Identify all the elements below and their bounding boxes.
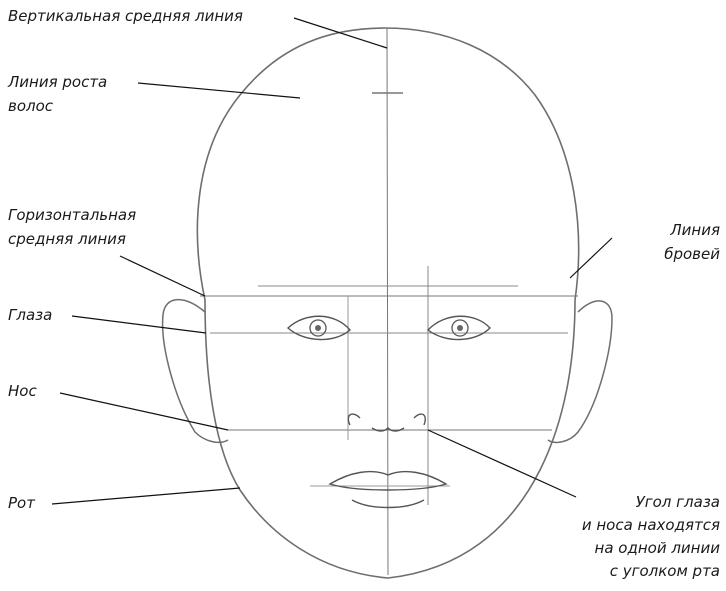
label-alignment-note-line4: с уголком рта	[610, 561, 720, 581]
leader-mouth	[52, 488, 240, 504]
leader-eyes	[72, 316, 206, 333]
label-horizontal-midline-line1: Горизонтальная	[8, 205, 136, 225]
label-alignment-note-line2: и носа находятся	[582, 515, 720, 535]
label-alignment-note-line3: на одной линии	[595, 538, 720, 558]
nose	[348, 414, 425, 431]
vertical-midline	[387, 28, 388, 575]
left-pupil	[315, 325, 321, 331]
label-alignment-note-line1: Угол глаза	[636, 492, 720, 512]
leader-eyebrow	[570, 238, 612, 278]
label-horizontal-midline-line2: средняя линия	[8, 229, 126, 249]
leader-hairline	[138, 83, 300, 98]
left-ear	[163, 300, 228, 443]
right-pupil	[457, 325, 463, 331]
leader-nose	[60, 393, 228, 430]
label-mouth: Рот	[8, 493, 35, 513]
label-eyebrow-line2: бровей	[664, 244, 720, 264]
label-nose: Нос	[8, 381, 37, 401]
label-vertical-midline: Вертикальная средняя линия	[8, 6, 243, 26]
leader-horizontal-midline	[120, 256, 205, 296]
label-eyes: Глаза	[8, 305, 52, 325]
right-ear	[548, 301, 612, 442]
label-hairline-line1: Линия роста	[8, 72, 107, 92]
leader-alignment-note	[428, 430, 576, 497]
label-hairline-line2: волос	[8, 96, 53, 116]
leader-vertical-midline	[294, 18, 387, 48]
label-eyebrow-line1: Линия	[670, 220, 720, 240]
